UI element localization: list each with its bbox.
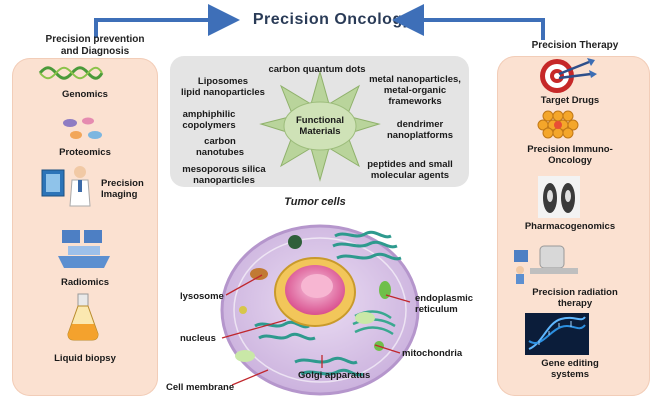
fm-amphiphilic-line1: amphiphilic bbox=[182, 109, 236, 120]
immuno-line1: Precision Immuno- bbox=[527, 144, 613, 155]
fm-item-metal-nanoparticles: metal nanoparticles, metal-organic frame… bbox=[363, 74, 467, 107]
cell-membrane-label: Cell membrane bbox=[166, 382, 235, 393]
precision-imaging-label: Precision Imaging bbox=[101, 178, 156, 200]
fm-peptides-line2: molecular agents bbox=[370, 170, 450, 181]
fm-liposomes-line2: lipid nanoparticles bbox=[181, 87, 265, 98]
liquid-biopsy-label: Liquid biopsy bbox=[54, 353, 116, 364]
fm-metal-line2: metal-organic bbox=[383, 85, 447, 96]
precision-radiation-label: Precision radiation therapy bbox=[505, 287, 645, 309]
radiomics-label: Radiomics bbox=[60, 277, 110, 288]
fm-item-peptides: peptides and small molecular agents bbox=[356, 159, 464, 181]
fm-item-carbon-quantum-dots: carbon quantum dots bbox=[268, 64, 366, 75]
fm-item-carbon-nanotubes: carbon nanotubes bbox=[190, 136, 250, 158]
fm-metal-line3: frameworks bbox=[388, 96, 442, 107]
golgi-apparatus-label: Golgi apparatus bbox=[298, 370, 371, 381]
fm-metal-line1: metal nanoparticles, bbox=[369, 74, 461, 85]
left-arrow bbox=[94, 4, 240, 38]
proteomics-label: Proteomics bbox=[59, 147, 111, 158]
left-heading-line2: and Diagnosis bbox=[60, 46, 130, 57]
fm-peptides-line1: peptides and small bbox=[367, 159, 453, 170]
fm-silica-line2: nanoparticles bbox=[193, 175, 255, 186]
fm-liposomes-line1: Liposomes bbox=[197, 76, 249, 87]
functional-materials-center: Functional Materials bbox=[285, 115, 355, 137]
fm-center-line1: Functional bbox=[295, 115, 345, 126]
precision-imaging-line2: Imaging bbox=[101, 189, 138, 200]
tumor-cells-title: Tumor cells bbox=[284, 196, 346, 208]
immuno-oncology-label: Precision Immuno- Oncology bbox=[505, 144, 635, 166]
radiation-line1: Precision radiation bbox=[532, 287, 618, 298]
workstation-icon bbox=[58, 230, 110, 268]
gene-editing-line1: Gene editing bbox=[541, 358, 599, 369]
pharmacogenomics-label: Pharmacogenomics bbox=[524, 221, 616, 232]
fm-dendrimer-line2: nanoplatforms bbox=[387, 130, 453, 141]
gene-editing-line2: systems bbox=[550, 369, 590, 380]
fm-center-line2: Materials bbox=[299, 126, 341, 137]
fm-item-liposomes: Liposomes lipid nanoparticles bbox=[178, 76, 268, 98]
target-darts-icon bbox=[540, 58, 597, 93]
right-panel-heading: Precision Therapy bbox=[531, 40, 619, 51]
precision-imaging-line1: Precision bbox=[101, 178, 144, 189]
target-drugs-label: Target Drugs bbox=[540, 95, 600, 106]
fm-item-amphiphilic-copolymers: amphiphilic copolymers bbox=[176, 109, 242, 131]
burst-shape bbox=[259, 70, 381, 182]
er-line1: endoplasmic bbox=[415, 293, 474, 304]
protein-icon bbox=[63, 117, 102, 139]
fm-item-mesoporous-silica: mesoporous silica nanoparticles bbox=[176, 164, 272, 186]
fm-nanotubes-line1: carbon bbox=[204, 136, 236, 147]
mice-scan-icon bbox=[538, 176, 580, 218]
fm-nanotubes-line2: nanotubes bbox=[195, 147, 245, 158]
dna-strand-icon bbox=[525, 313, 589, 355]
flask-icon bbox=[67, 293, 99, 341]
dna-helix-icon bbox=[38, 66, 104, 80]
gene-editing-label: Gene editing systems bbox=[505, 358, 635, 380]
right-arrow bbox=[392, 4, 545, 40]
cell-cluster-icon bbox=[537, 110, 579, 139]
endoplasmic-reticulum-label: endoplasmic reticulum bbox=[415, 293, 485, 315]
mitochondria-label: mitochondria bbox=[402, 348, 463, 359]
immuno-line2: Oncology bbox=[548, 155, 592, 166]
genomics-label: Genomics bbox=[62, 89, 108, 100]
left-heading-line1: Precision prevention bbox=[45, 34, 145, 45]
doctor-imaging-icon bbox=[41, 166, 91, 207]
fm-item-dendrimer: dendrimer nanoplatforms bbox=[380, 119, 460, 141]
page-title: Precision Oncology bbox=[252, 11, 413, 28]
lysosome-label: lysosome bbox=[180, 291, 224, 302]
fm-amphiphilic-line2: copolymers bbox=[182, 120, 236, 131]
left-panel-heading: Precision prevention and Diagnosis bbox=[40, 34, 150, 58]
fm-dendrimer-line1: dendrimer bbox=[396, 119, 444, 130]
radiation-machine-icon bbox=[514, 245, 578, 284]
er-line2: reticulum bbox=[415, 304, 458, 315]
radiation-line2: therapy bbox=[557, 298, 593, 309]
fm-silica-line1: mesoporous silica bbox=[182, 164, 266, 175]
tumor-cell-illustration bbox=[220, 224, 420, 396]
nucleus-label: nucleus bbox=[180, 333, 216, 344]
